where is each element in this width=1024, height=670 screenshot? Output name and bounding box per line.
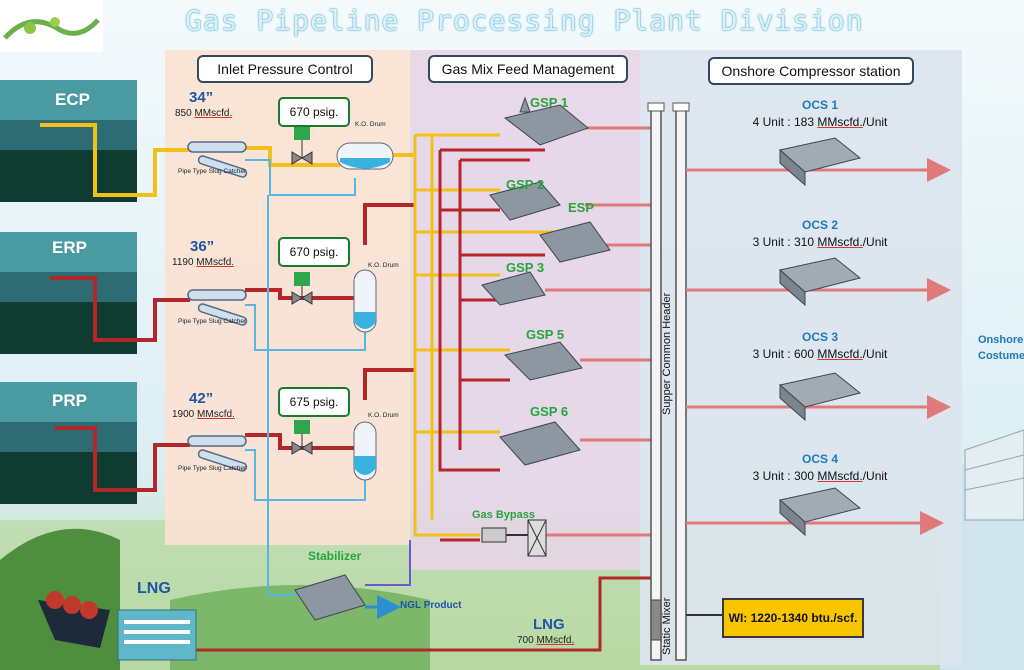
- gsp-5-label: GSP 5: [526, 327, 565, 342]
- lng-terminal-icon: [117, 609, 197, 661]
- psig-setpoint-2: 670 psig.: [278, 237, 350, 267]
- onshore-customer-label: OnshoreCostumer: [978, 334, 1024, 362]
- psig-setpoint-1: 670 psig.: [278, 97, 350, 127]
- prp-pipeline: [55, 368, 415, 492]
- gsp-3-label: GSP 3: [506, 260, 545, 275]
- psig-setpoint-3: 675 psig.: [278, 387, 350, 417]
- mix-feed-red: [438, 148, 545, 542]
- section-gas-mix-feed: Gas Mix Feed Management: [428, 55, 628, 83]
- ocs-3-info: 3 Unit : 600 MMscfd./Unit: [752, 347, 888, 361]
- slug-catcher-label-1: Pipe Type Slug Catcher: [178, 168, 247, 175]
- common-header-pipe: [650, 104, 662, 661]
- lng-ship-icon: [38, 591, 110, 648]
- ko-drum-3: [353, 421, 377, 481]
- slug-catcher-3: [187, 435, 248, 472]
- gas-bypass-label: Gas Bypass: [472, 509, 535, 521]
- ko-drum-label-2: K.O. Drum: [368, 262, 399, 269]
- slug-catcher-2: [187, 289, 248, 326]
- mix-feed-yellow: [413, 133, 560, 537]
- section-inlet-pressure-control: Inlet Pressure Control: [197, 55, 373, 83]
- stabilizer-label: Stabilizer: [308, 549, 362, 563]
- slug-catcher-label-3: Pipe Type Slug Catcher: [178, 465, 247, 472]
- erp-pipeline: [50, 203, 415, 342]
- gsp-1-label: GSP 1: [530, 95, 569, 110]
- static-mixer-label: Static Mixer: [661, 597, 673, 655]
- lng-flow: 700 MMscfd.: [517, 635, 575, 646]
- ocs-building-icons: [778, 137, 862, 537]
- control-valve-1: [291, 126, 313, 165]
- section-onshore-compressor: Onshore Compressor station: [708, 57, 914, 85]
- pipe-size-erp: 36”: [190, 238, 215, 255]
- control-valve-2: [291, 272, 313, 305]
- page-title: Gas Pipeline Processing Plant Division: [185, 4, 864, 37]
- gas-bypass-equipment: [481, 519, 547, 557]
- ocs-output-lines: [686, 158, 951, 535]
- lng-terminal-label: LNG: [137, 580, 171, 597]
- ocs-3-label: OCS 3: [801, 330, 838, 344]
- ocs-4-label: OCS 4: [801, 452, 838, 466]
- ko-drum-1: [336, 142, 394, 170]
- ko-drum-label-1: K.O. Drum: [355, 121, 386, 128]
- slug-catcher-1: [187, 141, 248, 178]
- ocs-2-info: 3 Unit : 310 MMscfd./Unit: [752, 235, 888, 249]
- ocs-4-info: 3 Unit : 300 MMscfd./Unit: [752, 469, 888, 483]
- condensate-lines: [245, 159, 366, 596]
- lng-name: LNG: [533, 616, 565, 633]
- source-prp: PRP: [52, 391, 87, 410]
- lng-pipeline: [195, 576, 652, 652]
- ocs-2-label: OCS 2: [801, 218, 838, 232]
- ko-drum-2: [353, 269, 377, 333]
- ocs-1-info: 4 Unit : 183 MMscfd./Unit: [752, 115, 888, 129]
- ngl-product-label: NGL Product: [400, 600, 462, 611]
- flow-erp: 1190 MMscfd.: [172, 257, 235, 268]
- source-ecp: ECP: [55, 90, 90, 109]
- gsp-2-label: GSP 2: [506, 177, 545, 192]
- slug-catcher-label-2: Pipe Type Slug Catcher: [178, 318, 247, 325]
- flow-ecp: 850 MMscfd.: [175, 108, 233, 119]
- mix-panel: [410, 50, 640, 570]
- pipe-size-ecp: 34”: [189, 89, 214, 106]
- ocs-1-label: OCS 1: [801, 98, 838, 112]
- header-feed-lines: [545, 126, 652, 537]
- onshore-customer-building: [964, 429, 1024, 521]
- wobbe-index-box: WI: 1220-1340 btu./scf.: [722, 598, 864, 638]
- control-valve-3: [291, 420, 313, 455]
- flow-prp: 1900 MMscfd.: [172, 409, 235, 420]
- pipe-size-prp: 42”: [189, 390, 214, 407]
- static-mixer-element: [650, 599, 662, 641]
- ko-drum-label-3: K.O. Drum: [368, 412, 399, 419]
- source-erp: ERP: [52, 238, 87, 257]
- supper-common-header-label: Supper Common Header: [661, 292, 673, 415]
- gsp-6-label: GSP 6: [530, 404, 569, 419]
- esp-label: ESP: [568, 200, 595, 215]
- distribution-header-pipe: [675, 104, 687, 661]
- gsp-plant-icons: [294, 96, 611, 621]
